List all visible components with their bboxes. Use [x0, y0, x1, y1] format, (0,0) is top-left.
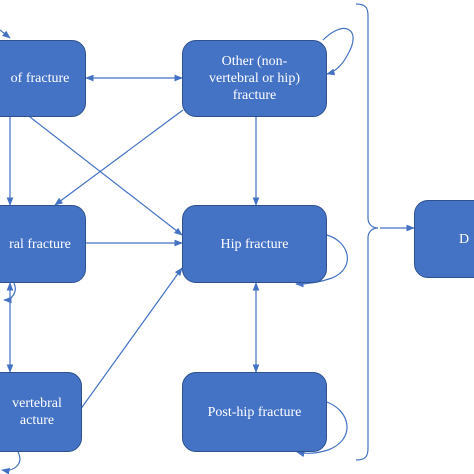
death-label: D: [459, 231, 470, 247]
arrow-other-vertebral: [54, 109, 184, 206]
self-loop-posthip: [296, 401, 348, 458]
other-fracture-label: Other (non- vertebral or hip) fracture: [209, 54, 300, 103]
arrow-entry-top: [0, 29, 11, 39]
vertebral-fracture-box: ral fracture: [0, 205, 86, 283]
self-loop-postvertebral: [1, 451, 21, 474]
no-fracture-box: of fracture: [0, 40, 86, 117]
death-box: D: [414, 200, 474, 278]
self-loop-vertebral: [3, 282, 16, 304]
post-hip-box: Post-hip fracture: [182, 372, 327, 452]
vertebral-fracture-label: ral fracture: [9, 236, 71, 252]
post-hip-label: Post-hip fracture: [207, 404, 302, 420]
hip-fracture-label: Hip fracture: [220, 236, 289, 252]
grouping-bracket: [355, 3, 379, 461]
arrow-nofracture-hip: [29, 116, 183, 236]
no-fracture-label: of fracture: [10, 71, 70, 86]
post-vertebral-box: vertebral acture: [0, 372, 82, 452]
self-loop-hip: [295, 234, 348, 288]
post-vertebral-label: vertebral acture: [12, 396, 62, 428]
arrow-postvertebral-hip: [79, 267, 183, 411]
other-fracture-box: Other (non- vertebral or hip) fracture: [182, 40, 327, 117]
self-loop-other: [322, 27, 354, 76]
hip-fracture-box: Hip fracture: [182, 205, 327, 283]
